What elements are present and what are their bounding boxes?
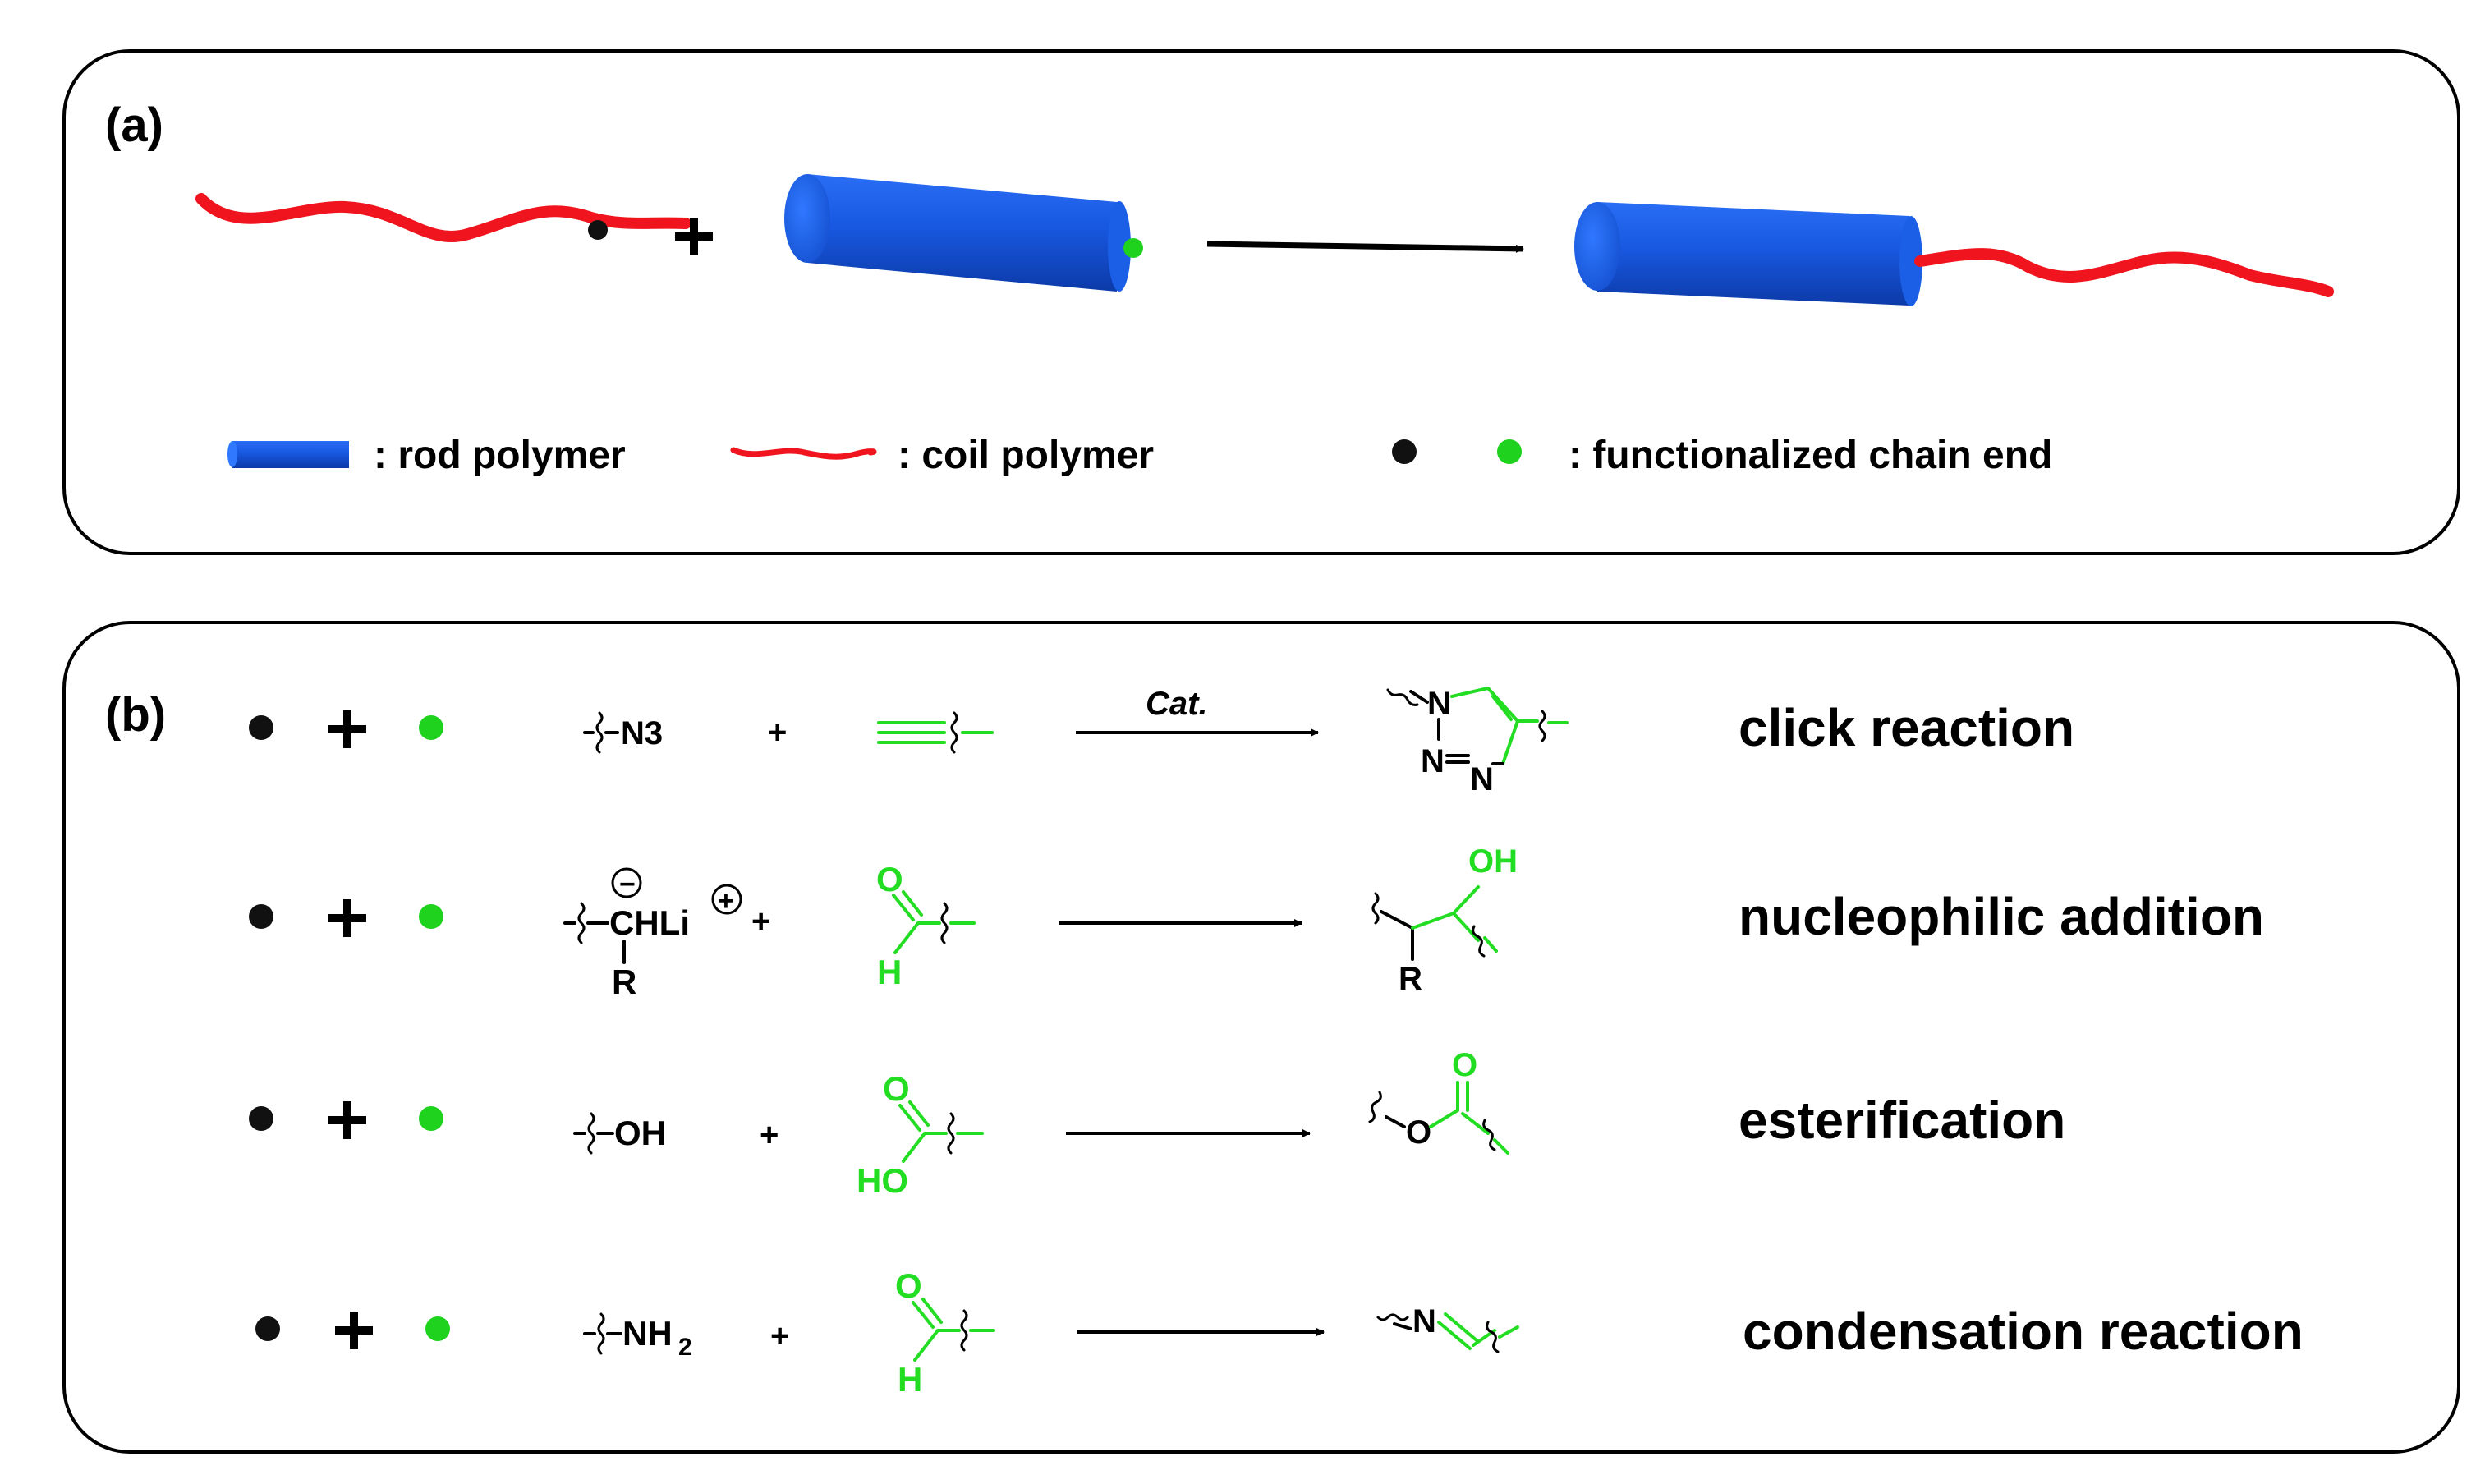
row2-symbols xyxy=(249,899,443,937)
ester-product: O O xyxy=(1368,1047,1509,1155)
svg-text:N: N xyxy=(1421,743,1445,779)
reaction-arrow-a xyxy=(1206,241,1524,253)
svg-text:H: H xyxy=(877,953,902,991)
legend-rod-label: : rod polymer xyxy=(374,434,626,477)
reaction-name-condensation: condensation reaction xyxy=(1743,1302,2304,1361)
organolithium: CHLi xyxy=(609,903,690,942)
amine-sub2: 2 xyxy=(678,1334,692,1361)
svg-text:OH: OH xyxy=(1468,843,1518,880)
plus-sign-a xyxy=(675,218,713,255)
coil-polymer-product xyxy=(1914,248,2334,297)
rod-polymer-reactant xyxy=(784,174,1131,292)
legend-end-label: : functionalized chain end xyxy=(1569,434,2052,477)
legend-green-end xyxy=(1497,439,1522,464)
legend: : rod polymer : coil polymer : functiona… xyxy=(227,434,2052,477)
reaction-name-esterification: esterification xyxy=(1739,1091,2065,1150)
azide-N3: N3 xyxy=(621,715,663,751)
coil-polymer-reactant xyxy=(195,193,691,243)
reaction-name-click: click reaction xyxy=(1739,698,2074,757)
alkyne-green xyxy=(877,711,994,754)
plus-r3: + xyxy=(760,1117,779,1153)
row4-condensation: NH 2 + O H N condensation reaction xyxy=(583,1266,2304,1399)
svg-text:H: H xyxy=(898,1360,922,1399)
svg-text:R: R xyxy=(1399,961,1422,997)
panel-b-label: (b) xyxy=(105,688,166,742)
row4-symbols xyxy=(255,1312,450,1349)
green-chain-end xyxy=(1123,238,1143,258)
svg-text:O: O xyxy=(1406,1114,1431,1151)
panel-b-frame xyxy=(62,621,2460,1454)
row-symbols xyxy=(249,710,450,1349)
amine-NH: NH xyxy=(622,1314,673,1353)
charge-plus: + xyxy=(718,885,734,917)
legend-coil-label: : coil polymer xyxy=(898,434,1154,477)
svg-text:O: O xyxy=(883,1069,910,1108)
plus-r4: + xyxy=(770,1318,789,1354)
acid-green: O HO xyxy=(857,1069,984,1200)
charge-minus: − xyxy=(619,869,636,900)
triazole-product: N N N xyxy=(1386,686,1569,797)
svg-text:O: O xyxy=(876,860,903,898)
svg-text:N: N xyxy=(1412,1303,1436,1339)
svg-text:O: O xyxy=(895,1266,922,1305)
plus-r1: + xyxy=(768,714,787,751)
svg-text:HO: HO xyxy=(857,1161,908,1200)
rod-polymer-product xyxy=(1574,202,1922,306)
plus-r2: + xyxy=(751,903,770,940)
aldehyde-green-r4: O H xyxy=(895,1266,995,1399)
addition-product: R OH xyxy=(1371,843,1518,997)
svg-text:N: N xyxy=(1470,761,1494,797)
alcohol-OH: OH xyxy=(614,1114,666,1152)
panel-a-label: (a) xyxy=(105,99,163,152)
black-chain-end xyxy=(588,220,608,240)
reagent-R: R xyxy=(612,963,636,1001)
row1-click: N3 + Cat. N N N xyxy=(583,686,2074,797)
legend-coil-swatch xyxy=(730,447,877,460)
row3-symbols xyxy=(249,1101,443,1139)
catalyst-label: Cat. xyxy=(1146,686,1208,722)
row2-nucleophilic: CHLi − + R + O H R OH xyxy=(563,843,2264,1001)
imine-product: N xyxy=(1376,1303,1519,1353)
legend-rod-swatch xyxy=(232,441,349,468)
row3-esterification: OH + O HO O O esterification xyxy=(573,1047,2065,1200)
aldehyde-green-r2: O H xyxy=(876,860,976,991)
legend-black-end xyxy=(1392,439,1417,464)
svg-text:O: O xyxy=(1452,1047,1477,1083)
reaction-name-nucleophilic: nucleophilic addition xyxy=(1739,887,2264,946)
svg-text:N: N xyxy=(1427,686,1451,722)
row1-symbols xyxy=(249,710,443,748)
panel-a-frame xyxy=(62,49,2460,555)
